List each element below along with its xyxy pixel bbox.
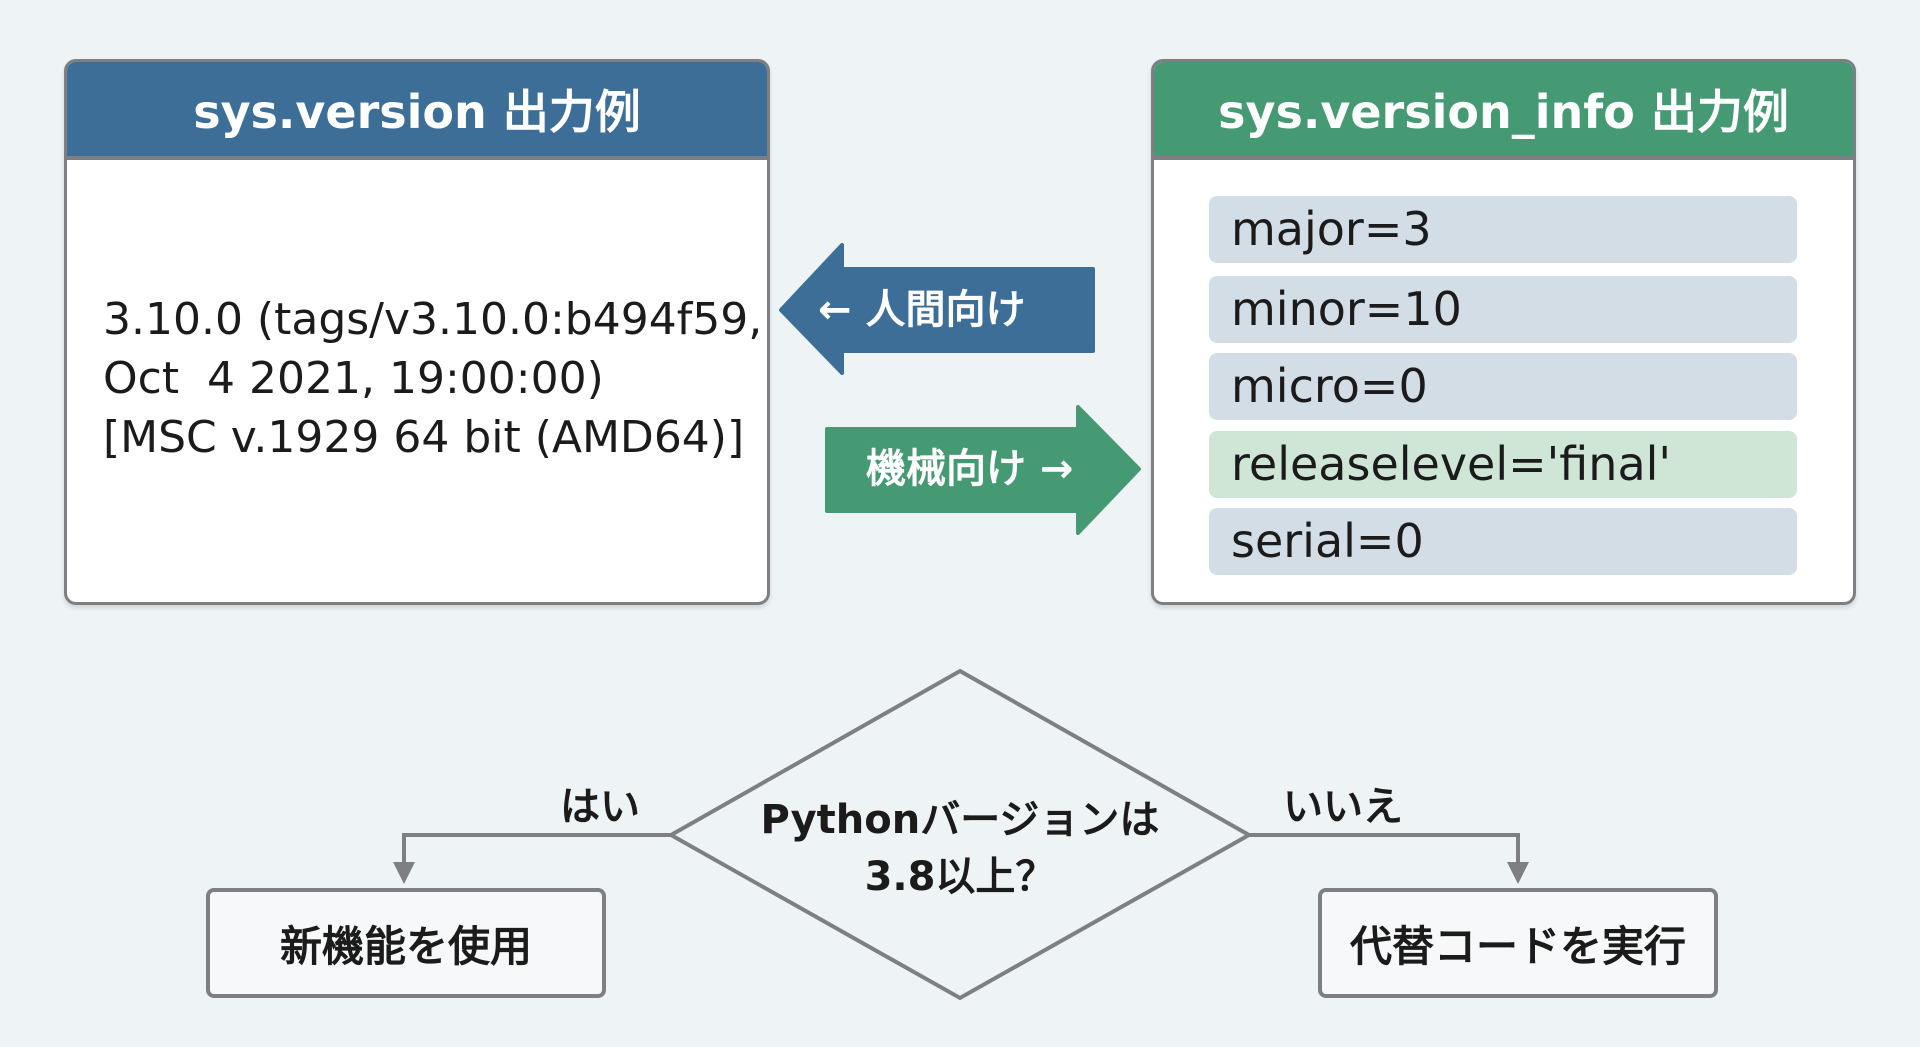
human-arrow-label: ← 人間向け	[818, 287, 1026, 333]
yes-label: はい	[560, 784, 640, 830]
yes-connector	[402, 833, 671, 868]
no-label: いいえ	[1283, 784, 1403, 830]
decision-diamond	[666, 668, 1254, 1001]
sys-version-info-panel: sys.version_info 出力例 major=3 minor=10 mi…	[1151, 59, 1856, 605]
yes-arrowhead	[393, 862, 415, 884]
no-connector	[1249, 833, 1520, 868]
sys-version-panel: sys.version 出力例 3.10.0 (tags/v3.10.0:b49…	[64, 59, 770, 605]
sys-version-title: sys.version 出力例	[67, 62, 767, 160]
yes-action-box: 新機能を使用	[206, 888, 606, 998]
machine-arrow-label: 機械向け →	[866, 446, 1074, 492]
sys-version-output: 3.10.0 (tags/v3.10.0:b494f59, Oct 4 2021…	[103, 294, 763, 463]
version-info-row-major: major=3	[1209, 196, 1797, 263]
sys-version-info-title: sys.version_info 出力例	[1154, 62, 1853, 160]
decision-line-2: 3.8以上？	[864, 854, 1056, 900]
no-arrowhead	[1507, 862, 1529, 884]
version-info-row-micro: micro=0	[1209, 353, 1797, 420]
version-info-row-serial: serial=0	[1209, 508, 1797, 575]
no-action-box: 代替コードを実行	[1318, 888, 1718, 998]
machine-arrow-shape	[825, 405, 1141, 535]
human-arrow-shape	[779, 243, 1095, 375]
version-info-row-releaselevel: releaselevel='final'	[1209, 431, 1797, 498]
version-info-row-minor: minor=10	[1209, 276, 1797, 343]
decision-text: Pythonバージョンは 3.8以上？	[710, 792, 1210, 906]
decision-line-1: Pythonバージョンは	[760, 797, 1160, 843]
